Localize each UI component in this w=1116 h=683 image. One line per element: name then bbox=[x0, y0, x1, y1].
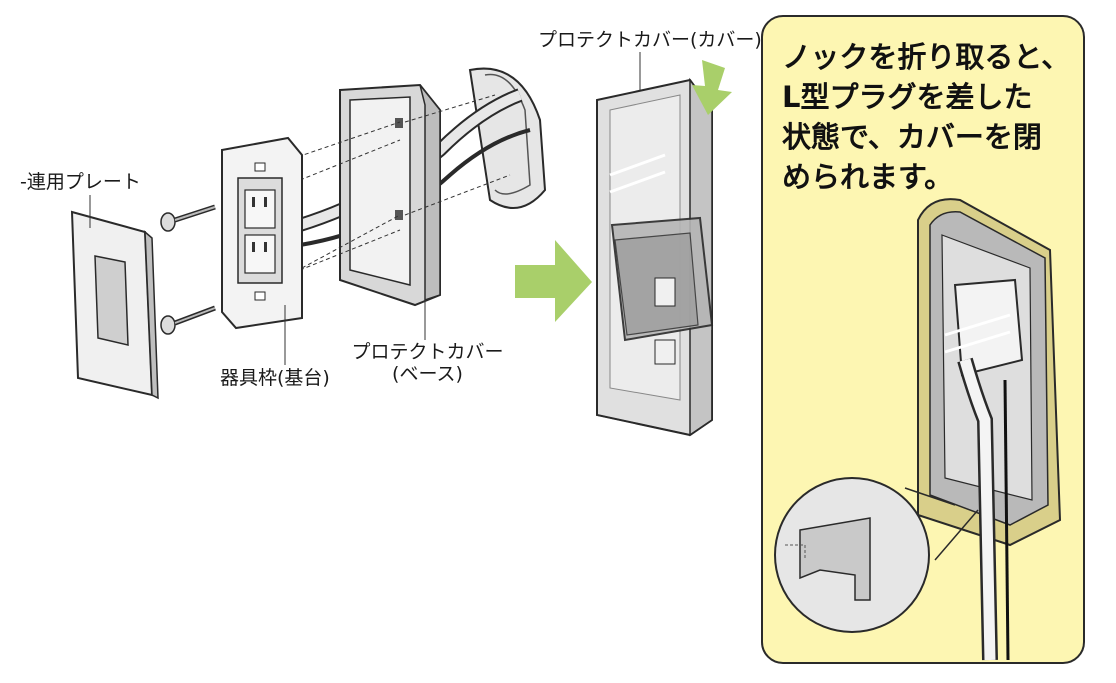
callout-line-3: 状態で、カバーを閉 bbox=[782, 120, 1042, 154]
green-arrow-down bbox=[692, 60, 732, 115]
label-plate: -連用プレート bbox=[20, 171, 141, 193]
zoom-detail bbox=[774, 477, 930, 633]
callout-line-4: められます。 bbox=[782, 160, 954, 194]
wall-plate bbox=[70, 210, 159, 400]
screws bbox=[160, 204, 216, 335]
green-arrow-right bbox=[515, 240, 592, 322]
zoom-lines bbox=[904, 487, 979, 561]
device-frame bbox=[221, 136, 303, 330]
callout-line-2: L型プラグを差した bbox=[782, 80, 1033, 114]
screw-bottom bbox=[160, 305, 216, 335]
label-cover-base-line2: (ベース) bbox=[392, 362, 463, 385]
assembled-cover bbox=[596, 77, 714, 437]
callout-line-1: ノックを折り取ると、 bbox=[782, 40, 1071, 74]
protect-cover-base bbox=[339, 83, 441, 307]
label-device-frame: 器具枠(基台) bbox=[220, 367, 330, 389]
label-cover-base: プロテクトカバー (ベース) bbox=[350, 341, 505, 386]
callout-text: ノックを折り取ると、 L型プラグを差した 状態で、カバーを閉 められます。 bbox=[782, 37, 1072, 197]
callout-illustration bbox=[917, 198, 1062, 661]
leader-lines bbox=[89, 52, 641, 365]
label-cover-base-line1: プロテクトカバー bbox=[351, 341, 504, 363]
screw-top bbox=[160, 204, 216, 232]
label-cover-top: プロテクトカバー(カバー) bbox=[538, 29, 762, 51]
